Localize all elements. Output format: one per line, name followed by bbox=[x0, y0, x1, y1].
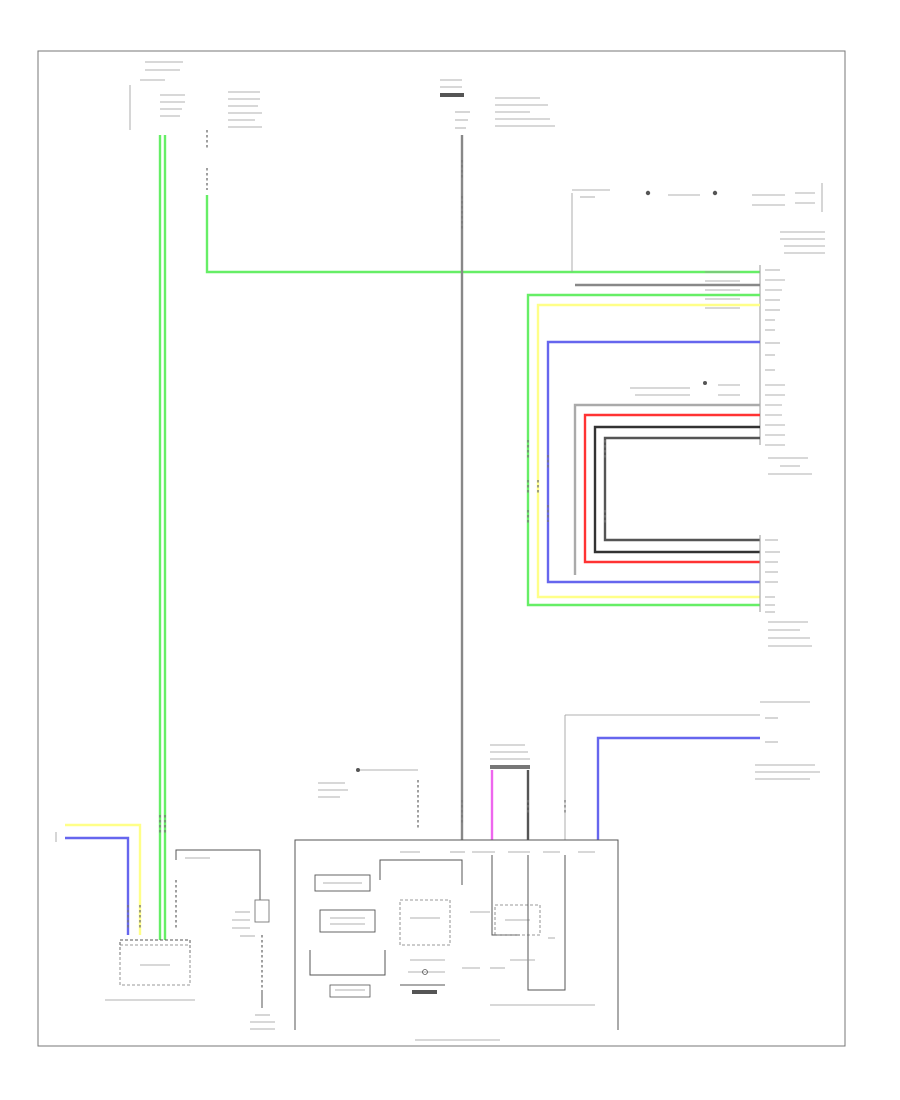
wire-gray-loop bbox=[573, 403, 760, 575]
left-bottom-ground-label bbox=[318, 768, 418, 798]
wire-red-loop bbox=[583, 413, 760, 564]
inline-connectors bbox=[527, 440, 606, 525]
connector-block-upper bbox=[705, 265, 812, 475]
wire-blue-loop bbox=[546, 340, 760, 584]
middle-component-label bbox=[630, 381, 740, 396]
main-component-box bbox=[294, 839, 619, 1041]
wire-yellow-loop bbox=[536, 303, 760, 599]
bottom-right-connector-labels bbox=[564, 701, 820, 840]
diagram-frame bbox=[37, 50, 846, 1047]
top-center-label-block bbox=[440, 79, 555, 129]
inline-connectors-bottom bbox=[417, 780, 566, 830]
bottom-left-component bbox=[55, 815, 275, 1030]
top-right-connector-labels bbox=[571, 183, 825, 272]
wire-black-loop bbox=[593, 425, 760, 554]
connector-block-lower bbox=[759, 535, 812, 647]
top-left-label-block bbox=[129, 61, 185, 130]
wire-green-horizontal bbox=[205, 195, 760, 274]
bottom-center-component-label bbox=[490, 744, 530, 769]
wire-blue-bottom-right bbox=[596, 736, 760, 840]
top-left-wire-labels bbox=[228, 91, 262, 128]
wire-black-loop-2 bbox=[603, 436, 760, 542]
